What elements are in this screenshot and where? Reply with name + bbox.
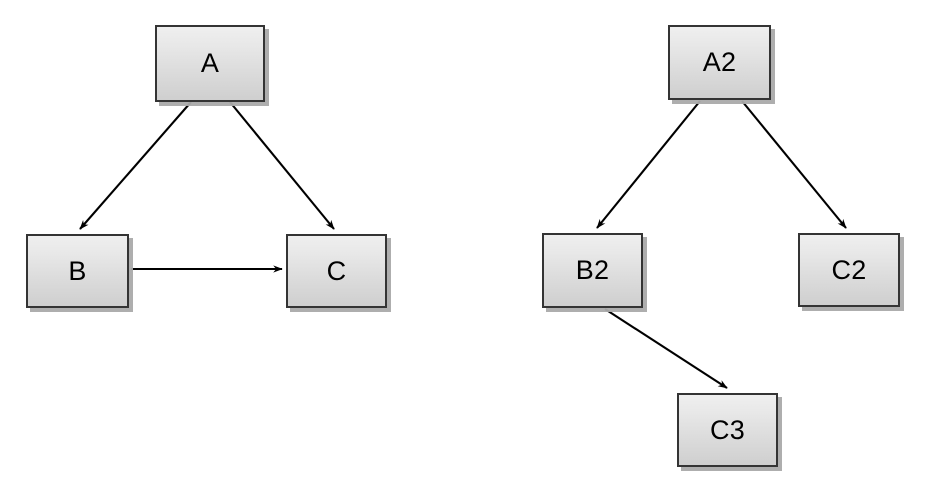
node-c2-label: C2 [831, 254, 867, 285]
edge-a2-to-c2 [741, 100, 847, 229]
node-a-label: A [200, 48, 220, 78]
edge-a-to-b [79, 101, 192, 230]
node-c3[interactable]: C3 [677, 393, 778, 467]
node-c3-label: C3 [710, 414, 745, 445]
edge-b2-to-c3 [604, 308, 728, 389]
node-a2[interactable]: A2 [668, 25, 771, 100]
node-b2-label: B2 [575, 255, 610, 285]
node-c2[interactable]: C2 [798, 233, 900, 307]
edge-a2-to-b2 [596, 100, 701, 229]
node-c-label: C [326, 255, 347, 286]
node-b2[interactable]: B2 [542, 233, 643, 308]
node-a[interactable]: A [155, 25, 265, 102]
node-b[interactable]: B [26, 234, 129, 308]
node-a2-label: A2 [702, 47, 737, 77]
node-c[interactable]: C [286, 234, 387, 308]
edge-a-to-c [229, 101, 335, 230]
node-b-label: B [68, 255, 87, 286]
